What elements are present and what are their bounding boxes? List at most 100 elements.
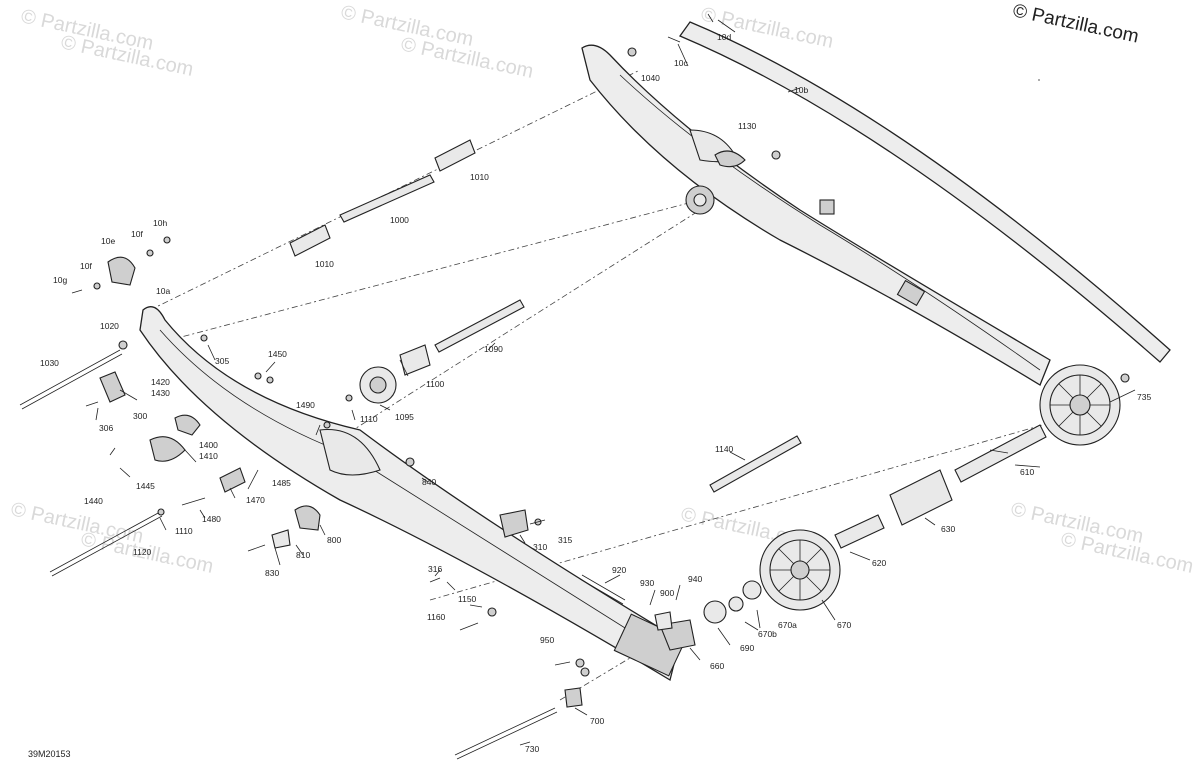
washer-900 <box>654 611 673 631</box>
label-630: 630 <box>941 524 955 534</box>
label-1040: 1040 <box>641 73 660 83</box>
spacer-630 <box>889 469 953 526</box>
idler-wheels <box>359 366 841 624</box>
bushing-1010-b <box>434 139 476 172</box>
label-1090: 1090 <box>484 344 503 354</box>
label-1480: 1480 <box>202 514 221 524</box>
spacer-690 <box>703 600 727 624</box>
label-670b: 670b <box>758 629 777 639</box>
nut-735 <box>1120 373 1130 383</box>
label-735: 735 <box>1137 392 1151 402</box>
shaft-1140 <box>709 435 802 493</box>
label-950: 950 <box>540 635 554 645</box>
label-10a: 10a <box>156 286 170 296</box>
nut-840 <box>405 457 415 467</box>
diagram-code: 39M20153 <box>28 749 71 759</box>
nut-1040 <box>627 47 637 57</box>
label-1440: 1440 <box>84 496 103 506</box>
label-10c: 10c <box>674 58 688 68</box>
label-730: 730 <box>525 744 539 754</box>
label-315: 315 <box>558 535 572 545</box>
label-10h: 10h <box>153 218 167 228</box>
label-670: 670 <box>837 620 851 630</box>
label-1095: 1095 <box>395 412 414 422</box>
right-suspension-frame <box>581 44 1051 386</box>
label-810: 810 <box>296 550 310 560</box>
label-620: 620 <box>872 558 886 568</box>
label-1130: 1130 <box>738 121 757 131</box>
label-1020: 1020 <box>100 321 119 331</box>
copyright-text: © Partzilla.com <box>1011 0 1141 47</box>
stopper-310 <box>499 509 529 538</box>
label-10f-1: 10f <box>131 229 143 239</box>
bushing-1010-a <box>289 224 331 257</box>
spring-1130 <box>714 150 746 168</box>
label-1490: 1490 <box>296 400 315 410</box>
shaft-1090 <box>434 299 525 353</box>
label-900: 900 <box>660 588 674 598</box>
bushing-1100 <box>399 344 431 376</box>
nut-1130 <box>771 150 781 160</box>
label-10e: 10e <box>101 236 115 246</box>
label-1010-b: 1010 <box>315 259 334 269</box>
plate-700 <box>564 687 583 708</box>
label-1445: 1445 <box>136 481 155 491</box>
label-306: 306 <box>99 423 113 433</box>
part-number-labels: 10b 10d 10c 1040 1130 735 610 630 620 67… <box>28 32 1151 759</box>
label-10f-2: 10f <box>80 261 92 271</box>
label-1100: 1100 <box>426 379 445 389</box>
label-940: 940 <box>688 574 702 584</box>
label-1430: 1430 <box>151 388 170 398</box>
label-1010-a: 1010 <box>470 172 489 182</box>
stopper-800 <box>294 505 321 531</box>
label-1000: 1000 <box>390 215 409 225</box>
label-1420: 1420 <box>151 377 170 387</box>
leader-lines <box>95 19 1136 746</box>
label-660: 660 <box>710 661 724 671</box>
label-10d: 10d <box>717 32 731 42</box>
left-suspension-frame <box>139 306 687 682</box>
label-1160: 1160 <box>427 612 446 622</box>
label-830: 830 <box>265 568 279 578</box>
small-hardware <box>71 13 1130 708</box>
label-700: 700 <box>590 716 604 726</box>
rear-wheel-right <box>1039 364 1121 446</box>
label-920: 920 <box>612 565 626 575</box>
ring-670a <box>728 596 744 612</box>
bracket-1420 <box>174 414 201 436</box>
bolt-730 <box>454 707 558 760</box>
label-840: 840 <box>422 477 436 487</box>
label-1400: 1400 <box>199 440 218 450</box>
bolt-1120 <box>49 511 163 577</box>
bearing-670b <box>742 580 762 600</box>
label-1485: 1485 <box>272 478 291 488</box>
spacer-620 <box>834 514 885 549</box>
label-305: 305 <box>215 356 229 366</box>
spacer-810 <box>271 529 291 549</box>
shaft-610 <box>954 424 1047 483</box>
label-10b: 10b <box>794 85 808 95</box>
label-316: 316 <box>428 564 442 574</box>
label-670a: 670a <box>778 620 797 630</box>
label-1450: 1450 <box>268 349 287 359</box>
bolt-1030 <box>19 349 123 410</box>
label-1120: 1120 <box>133 547 152 557</box>
label-610: 610 <box>1020 467 1034 477</box>
label-10g: 10g <box>53 275 67 285</box>
rod-920 <box>579 574 626 605</box>
label-1140: 1140 <box>715 444 734 454</box>
label-690: 690 <box>740 643 754 653</box>
right-slide-rail <box>678 21 1171 363</box>
bracket-10e <box>107 256 136 286</box>
label-1150: 1150 <box>458 594 477 604</box>
label-310: 310 <box>533 542 547 552</box>
label-300: 300 <box>133 411 147 421</box>
label-1110-b: 1110 <box>175 526 193 536</box>
label-1110-a: 1110 <box>360 414 378 424</box>
shafts <box>19 139 1047 760</box>
label-1030: 1030 <box>40 358 59 368</box>
spring-arm-1470 <box>219 467 246 493</box>
label-930: 930 <box>640 578 654 588</box>
